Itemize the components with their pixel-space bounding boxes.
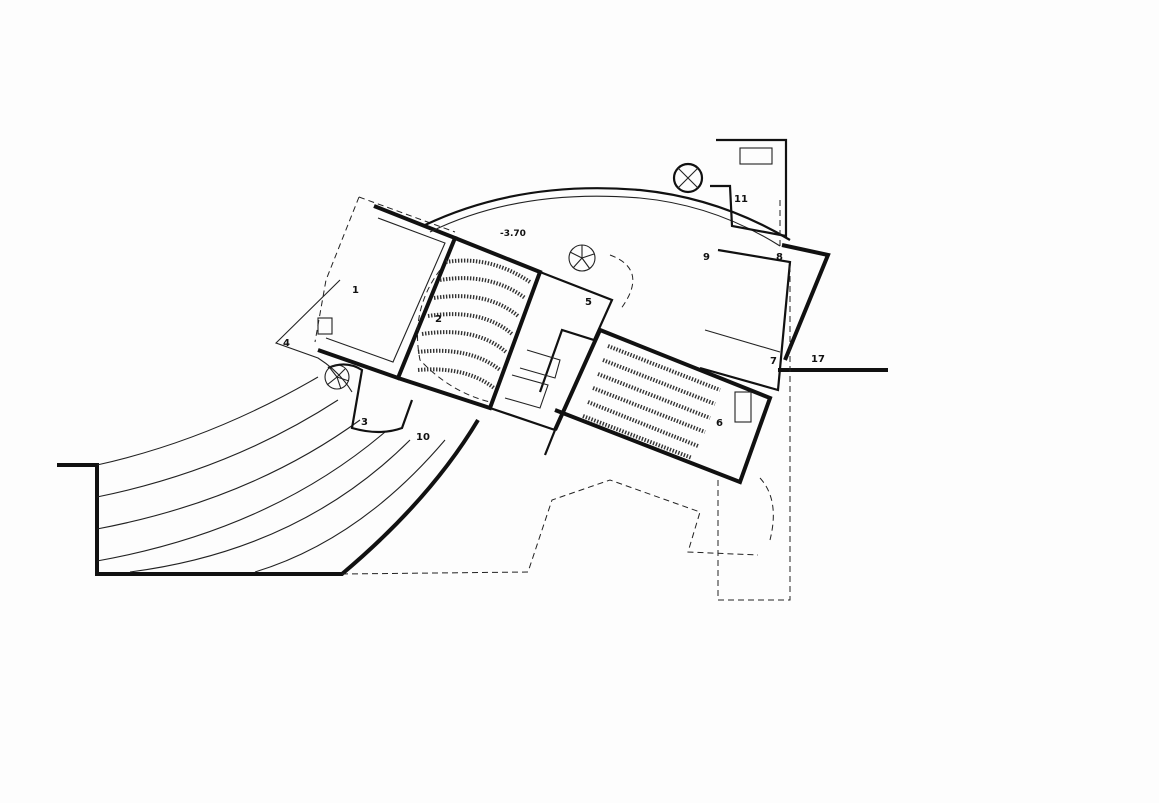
label-1: 1 [352,285,359,296]
rooms-7-9 [699,243,831,392]
label-5: 5 [585,297,592,308]
stair-3 [324,363,414,434]
label-10: 10 [416,432,430,443]
label-7: 7 [770,356,777,367]
forecourt-steps [57,376,480,576]
foyer-curve [424,187,791,311]
stage-block [314,196,458,381]
label-11: 11 [734,194,748,205]
auditorium-large [397,236,543,411]
auditorium-small [553,327,773,485]
label-8: 8 [776,252,783,263]
label-9: 9 [703,252,710,263]
label-17: 17 [811,354,825,365]
label-3: 3 [361,417,368,428]
label-4: 4 [283,338,290,349]
service-tower [672,138,788,238]
wedge-outline [274,279,353,393]
dashed-perimeter [341,200,791,601]
label-6: 6 [716,418,723,429]
level-label: -3.70 [500,229,526,239]
label-2: 2 [435,314,442,325]
